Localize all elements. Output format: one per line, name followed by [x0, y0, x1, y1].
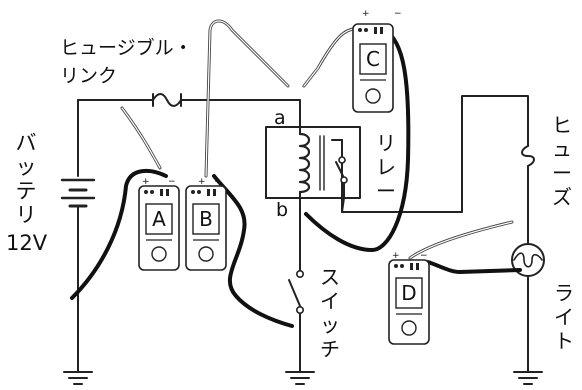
meter-d-letter: D [401, 281, 416, 305]
meter-a-letter: A [152, 207, 166, 231]
labels: ヒュージブル・ リンク バ ッ テ リ 12V a b リ レ ー ヒ ュ ー … [6, 36, 574, 361]
switch-label-char-1: ス [320, 265, 340, 289]
light-label-char-1: ラ [554, 281, 574, 305]
meter-c-plus: + [362, 9, 370, 19]
switch-symbol [288, 269, 304, 314]
meter-d-minus: − [420, 251, 428, 261]
meter-a-plus: + [142, 177, 150, 187]
battery-label-char-3: テ [16, 179, 37, 203]
meter-c-letter: C [366, 47, 380, 71]
fuse-label-char-4: ズ [552, 185, 572, 209]
tester-meter-c: C + − [352, 9, 402, 113]
fusible-link-label-line2: リンク [60, 65, 117, 87]
battery-label-char-4: リ [16, 203, 37, 227]
meter-b-letter: B [199, 207, 213, 231]
meter-b-plus: + [198, 177, 206, 187]
ground-symbol-battery [63, 371, 93, 385]
fusible-link-symbol [147, 93, 187, 107]
fuse-label-char-3: ー [552, 161, 572, 185]
fusible-link-label-line1: ヒュージブル・ [60, 36, 193, 59]
fuse-label-char-2: ュ [552, 137, 572, 161]
battery-symbol [60, 178, 96, 208]
relay-symbol [265, 126, 361, 213]
fuse-label: ヒ ュ ー ズ [552, 113, 572, 209]
fuse-label-char-1: ヒ [552, 113, 572, 137]
switch-label-char-2: イ [320, 289, 340, 313]
fuse-symbol [521, 145, 535, 167]
ground-symbol-switch [285, 371, 315, 385]
switch-label-char-4: チ [320, 337, 340, 361]
battery-label-char-1: バ [16, 131, 37, 155]
meter-d-plus: + [392, 251, 400, 261]
meter-a-minus: − [168, 177, 176, 187]
point-b-label: b [276, 199, 288, 221]
meter-c-minus: − [394, 9, 402, 19]
switch-label: ス イ ッ チ [320, 265, 340, 361]
light-label: ラ イ ト [554, 281, 574, 353]
probe-leads-black [70, 28, 522, 328]
switch-label-char-3: ッ [320, 313, 340, 337]
relay-label-char-1: リ [376, 131, 396, 155]
point-a-label: a [274, 107, 286, 129]
tester-meter-b: B + − [185, 177, 227, 271]
ground-symbol-light [513, 371, 543, 385]
battery-voltage-label: 12V [6, 231, 48, 255]
light-label-char-3: ト [554, 329, 574, 353]
tester-meter-d: D + − [388, 251, 430, 345]
relay-label-char-2: レ [376, 155, 396, 179]
meter-b-minus: − [214, 177, 222, 187]
battery-label-char-2: ッ [16, 155, 37, 179]
tester-meter-a: A + − [138, 177, 180, 271]
relay-label: リ レ ー [376, 131, 396, 203]
relay-label-char-3: ー [376, 179, 396, 203]
light-label-char-2: イ [554, 305, 574, 329]
battery-label: バ ッ テ リ [16, 131, 37, 227]
